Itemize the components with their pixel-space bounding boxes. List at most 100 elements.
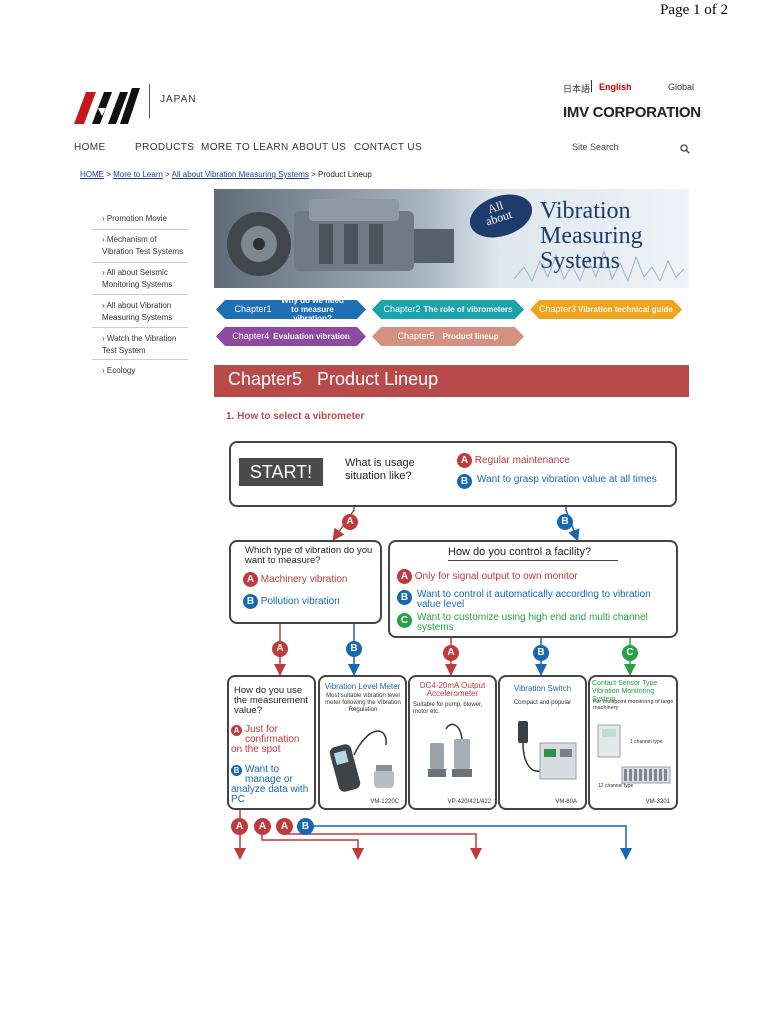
option-b-icon: B	[457, 474, 472, 489]
type-option-a: A Machinery vibration	[243, 572, 348, 587]
control-question: How do you control a facility?	[448, 546, 592, 558]
chapter-heading-bar: Chapter5 Product Lineup	[214, 365, 689, 397]
chapter-heading: Chapter5 Product Lineup	[228, 369, 439, 389]
badge-a: A	[276, 816, 293, 835]
lang-english-link[interactable]: English	[599, 82, 632, 92]
nav-contact-us[interactable]: CONTACT US	[354, 142, 423, 153]
product-dc4-20ma-accelerometer[interactable]: DC4-20mA Output Accelerometer Suitable f…	[408, 675, 497, 810]
chapter-label: Why do we need to measure vibration?	[281, 296, 344, 323]
sidebar-item-vibration-measuring[interactable]: › All about Vibration Measuring Systems	[102, 301, 173, 322]
badge-b: B	[533, 642, 549, 661]
nav-about-us[interactable]: ABOUT US	[292, 142, 347, 153]
sidebar-item-ecology[interactable]: › Ecology	[102, 366, 136, 375]
nav-home[interactable]: HOME	[74, 142, 106, 153]
sidebar-item-label: All about Vibration Measuring Systems	[102, 301, 173, 322]
section-title: 1. How to select a vibrometer	[226, 411, 365, 422]
option-label: Only for signal output to own monitor	[414, 571, 578, 583]
sidebar-item-promotion-movie[interactable]: › Promotion Movie	[102, 214, 167, 223]
chapter-num: Chapter2	[383, 304, 421, 314]
option-c-icon: C	[397, 613, 412, 628]
badge-b: B	[297, 816, 314, 835]
logo-divider	[149, 84, 150, 118]
sidebar-divider	[92, 294, 188, 295]
sidebar-item-label: Watch the Vibration Test System	[102, 334, 177, 355]
badge-a-label: A	[272, 641, 288, 657]
chapter-label: The role of vibrometers	[423, 305, 513, 314]
badge-a: A	[443, 642, 459, 661]
breadcrumb-more-to-learn[interactable]: More to Learn	[113, 170, 163, 179]
page-number: Page 1 of 2	[660, 2, 728, 18]
sidebar-item-mechanism[interactable]: › Mechanism of Vibration Test Systems	[102, 235, 184, 256]
product-contact-sensor-system[interactable]: Contact Sensor Type Vibration Monitoring…	[588, 675, 678, 810]
badge-b-label: B	[346, 641, 362, 657]
breadcrumb-home[interactable]: HOME	[80, 170, 104, 179]
control-option-b: B Want to control it automatically accor…	[397, 590, 669, 610]
option-label: Machinery vibration	[260, 574, 348, 586]
chapter-label: Vibration technical guide	[578, 305, 673, 314]
control-option-c: C Want to customize using high end and m…	[397, 613, 669, 633]
badge-a: A	[272, 638, 288, 657]
product-vibration-switch[interactable]: Vibration Switch Compact and popular VM-…	[498, 675, 587, 810]
search-input[interactable]: Site Search	[572, 142, 619, 152]
chapter-num: Chapter3	[538, 304, 577, 314]
sidebar-item-seismic[interactable]: › All about Seismic Monitoring Systems	[102, 268, 173, 289]
option-label: Want to manage or analyze data with PC	[231, 764, 309, 805]
imv-logo[interactable]	[72, 86, 142, 131]
product-description: Compact and popular	[513, 700, 572, 706]
usage-question: What is usage situation like?	[345, 457, 415, 482]
value-option-b: B Want to manage or analyze data with PC	[231, 765, 311, 805]
question-underline	[448, 560, 618, 561]
usage-option-b: B Want to grasp vibration value at all t…	[457, 474, 667, 489]
hero-banner: All about Vibration Measuring Systems	[214, 189, 689, 288]
option-b-icon: B	[231, 765, 242, 776]
accelerometer-image	[428, 723, 472, 777]
product-title: Vibration Switch	[513, 684, 572, 693]
imv-logo-icon	[74, 88, 140, 124]
breadcrumb-current: Product Lineup	[318, 170, 372, 179]
type-option-b: B Pollution vibration	[243, 594, 340, 609]
chapter-label: Evaluation vibration	[273, 332, 350, 341]
product-title: Vibration Level Meter	[324, 682, 401, 691]
start-question-box: START! What is usage situation like? A R…	[229, 441, 677, 507]
breadcrumb-all-about[interactable]: All about Vibration Measuring Systems	[171, 170, 309, 179]
badge-a: A	[342, 511, 358, 530]
product-description: Most suitable vibration level meter foll…	[325, 693, 401, 713]
sidebar-item-label: Promotion Movie	[106, 214, 167, 223]
breadcrumb-sep: >	[162, 170, 172, 179]
measurement-value-box: How do you use the measurement value? A …	[227, 675, 316, 810]
control-option-a: A Only for signal output to own monitor	[397, 569, 578, 584]
chapter-num: Chapter5	[397, 331, 435, 341]
lang-global-link[interactable]: Global	[668, 82, 695, 92]
lang-japanese-link[interactable]: 日本語	[563, 84, 591, 94]
nav-products[interactable]: PRODUCTS	[135, 142, 195, 153]
badge-a: A	[254, 816, 271, 835]
product-model: VM-80A	[555, 799, 577, 805]
banner-title-line3: Systems	[540, 248, 621, 274]
sound-level-meter-image	[329, 730, 394, 792]
search-icon[interactable]	[680, 141, 690, 159]
breadcrumb: HOME > More to Learn > All about Vibrati…	[80, 170, 372, 179]
badge-b-label: B	[297, 818, 314, 835]
option-a-icon: A	[231, 725, 242, 736]
badge-b: B	[557, 511, 573, 530]
product-description: For multipoint monitoring of large machi…	[593, 699, 674, 711]
sidebar-item-watch[interactable]: › Watch the Vibration Test System	[102, 334, 177, 355]
badge-a: A	[231, 816, 248, 835]
badge-b-label: B	[533, 645, 549, 661]
type-question: Which type of vibration do you want to m…	[245, 545, 373, 566]
badge-a-label: A	[254, 818, 271, 835]
region-label: JAPAN	[160, 94, 197, 105]
nav-more-to-learn[interactable]: MORE TO LEARN	[201, 142, 289, 153]
product-title: DC4-20mA Output Accelerometer	[419, 681, 486, 698]
badge-a-label: A	[276, 818, 293, 835]
option-label: Just for confirmation on the spot	[231, 724, 300, 755]
option-label: Want to customize using high end and mul…	[417, 612, 648, 633]
start-label: START!	[239, 458, 323, 486]
option-b-icon: B	[397, 590, 412, 605]
product-vibration-level-meter[interactable]: Vibration Level Meter Most suitable vibr…	[318, 675, 407, 810]
